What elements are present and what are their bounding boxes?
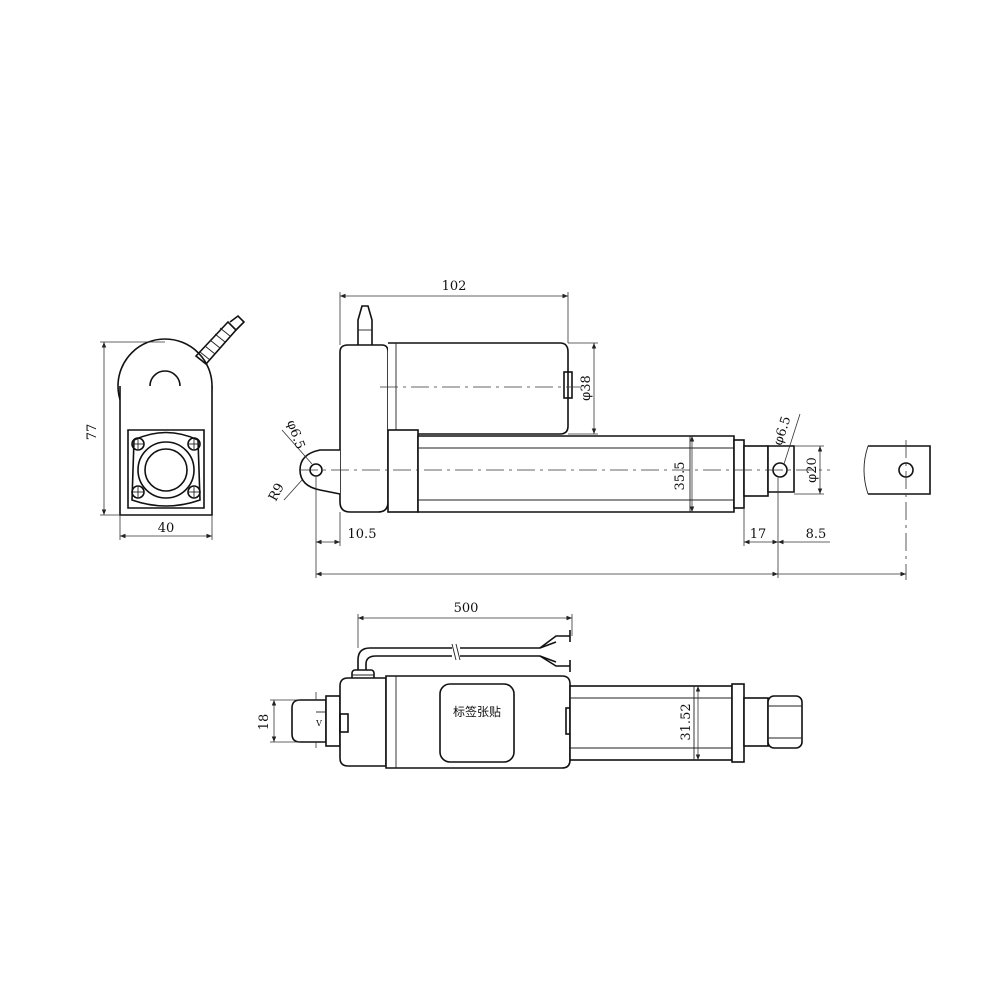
dim-18: 18 — [257, 714, 272, 731]
side-view: 102 φ38 35.5 φ20 φ6.5 φ6.5 R9 10.5 17 — [266, 279, 931, 580]
end-view: 77 40 — [85, 314, 246, 540]
end-housing — [119, 386, 213, 516]
top-rod — [743, 697, 769, 747]
rod-end-detail — [868, 445, 931, 495]
piston-rod — [743, 445, 769, 497]
label-text: 标签张贴 — [453, 704, 501, 719]
top-view: 500 V 18 标签张贴 31. — [257, 601, 803, 769]
end-view-cable — [194, 314, 246, 366]
dim-10-5: 10.5 — [348, 527, 377, 542]
top-outer-tube — [569, 685, 733, 761]
motor-body — [388, 342, 569, 435]
dim-40: 40 — [158, 521, 175, 536]
dim-phi20: φ20 — [805, 457, 820, 483]
rod-bore-inner — [144, 448, 188, 492]
dim-31-52: 31.52 — [679, 703, 694, 740]
outer-tube — [417, 435, 735, 513]
top-gearbox — [339, 677, 387, 767]
tube-collar — [387, 429, 419, 513]
dim-77: 77 — [85, 424, 100, 441]
svg-text:V: V — [315, 719, 322, 728]
label-area — [439, 683, 515, 763]
top-rod-end — [767, 695, 803, 749]
top-motor — [385, 675, 571, 769]
gear-housing — [339, 344, 389, 513]
dim-500: 500 — [454, 601, 479, 616]
dim-8-5: 8.5 — [806, 527, 827, 542]
front-cap — [733, 439, 745, 509]
dim-phi6-5-rear: φ6.5 — [283, 418, 307, 451]
dim-r9: R9 — [266, 481, 288, 504]
rod-bore-outer — [137, 441, 195, 499]
front-rod-end — [767, 445, 795, 493]
dim-17: 17 — [750, 527, 767, 542]
screw-icon — [131, 437, 201, 499]
dim-102: 102 — [442, 279, 467, 294]
dim-35-5: 35.5 — [673, 462, 688, 491]
dim-phi38: φ38 — [579, 375, 594, 401]
